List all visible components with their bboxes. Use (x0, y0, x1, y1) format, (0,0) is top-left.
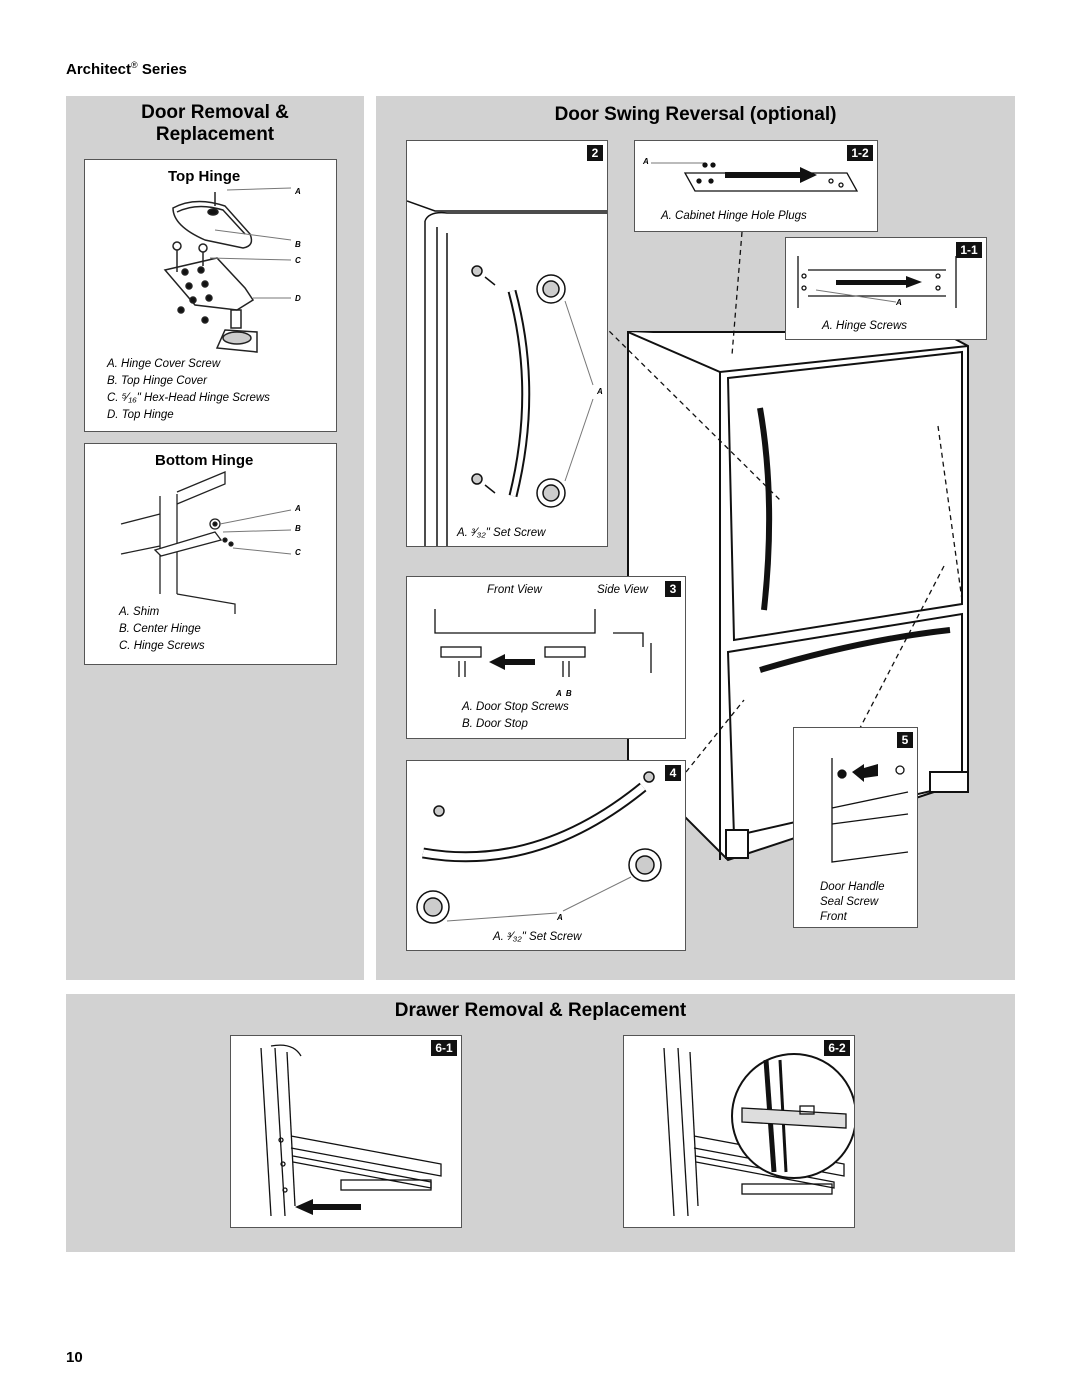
page-number: 10 (66, 1349, 83, 1366)
step-4-box: 4 A A. ³⁄₃₂" Set Screw (406, 760, 686, 951)
drawer-title: Drawer Removal & Replacement (394, 1000, 687, 1021)
step-6-1-badge: 6-1 (431, 1040, 457, 1056)
bottom-hinge-caption-b: B. Center Hinge (119, 623, 201, 635)
door-removal-title: Door Removal & Replacement (66, 102, 364, 146)
bottom-hinge-callout-a: A (295, 504, 301, 513)
top-hinge-callout-d: D (295, 294, 301, 303)
step-3-callouts: A B (556, 689, 572, 698)
step-3-badge: 3 (665, 581, 681, 597)
brand-name: Architect (66, 61, 132, 78)
top-hinge-callout-c: C (295, 256, 301, 265)
top-hinge-callout-a: A (295, 187, 301, 196)
step-6-2-illustration (663, 1047, 854, 1217)
step-3-box: 3 Front View Side View A B A. Door Stop … (406, 576, 686, 739)
registered-mark: ® (131, 60, 138, 70)
step-5-box: 5 Door Handle Seal Screw Front (793, 727, 918, 928)
series-word: Series (141, 61, 187, 78)
step-6-2-badge: 6-2 (824, 1040, 850, 1056)
top-hinge-box: Top Hinge A B C D A. Hinge Cover Screw (84, 159, 337, 432)
step-1-2-illustration (651, 162, 859, 192)
step-1-1-badge: 1-1 (956, 242, 982, 258)
top-hinge-illustration (163, 187, 292, 353)
step-5-illustration (831, 758, 909, 863)
step-4-badge: 4 (665, 765, 681, 781)
top-hinge-callout-b: B (295, 240, 301, 249)
step-6-2-box: 6-2 (623, 1035, 855, 1228)
top-hinge-captions: A. Hinge Cover Screw B. Top Hinge Cover … (107, 356, 270, 424)
bottom-hinge-title: Bottom Hinge (155, 452, 254, 469)
top-hinge-caption-d: D. Top Hinge (107, 409, 174, 421)
door-removal-title-line1: Door Removal & (141, 102, 289, 123)
step-5-caption-2: Seal Screw (820, 896, 879, 908)
bottom-hinge-callout-c: C (295, 548, 301, 557)
bottom-hinge-box: Bottom Hinge A B C A. Shim B. Center Hin… (84, 443, 337, 665)
step-6-1-box: 6-1 (230, 1035, 462, 1228)
top-hinge-caption-a: A. Hinge Cover Screw (107, 358, 221, 370)
step-1-2-caption: A. Cabinet Hinge Hole Plugs (661, 210, 807, 222)
bottom-hinge-captions: A. Shim B. Center Hinge C. Hinge Screws (119, 604, 205, 655)
step-5-captions: Door Handle Seal Screw Front (820, 880, 885, 925)
bottom-hinge-callout-b: B (295, 524, 301, 533)
step-4-callout-a: A (557, 913, 563, 922)
bottom-hinge-illustration (120, 471, 292, 614)
step-3-caption-a: A. Door Stop Screws (462, 701, 569, 713)
step-3-captions: A. Door Stop Screws B. Door Stop (462, 699, 569, 733)
step-2-caption: A. ³⁄₃₂" Set Screw (457, 527, 546, 539)
series-heading: Architect® Series (66, 60, 187, 78)
step-3-side-view: Side View (597, 584, 648, 596)
step-2-box: 2 A A. ³⁄₃₂" Set Screw (406, 140, 608, 547)
step-1-1-caption: A. Hinge Screws (822, 320, 908, 332)
step-1-2-box: 1-2 A A. Cabinet Hinge Hole Plugs (634, 140, 878, 232)
step-5-caption-3: Front (820, 911, 847, 923)
drawer-panel (66, 994, 1015, 1252)
step-2-callout-a: A (597, 387, 603, 396)
bottom-hinge-caption-a: A. Shim (119, 606, 160, 618)
step-3-front-view: Front View (487, 584, 542, 596)
step-4-illustration (416, 771, 662, 924)
step-2-badge: 2 (587, 145, 603, 161)
step-4-caption: A. ³⁄₃₂" Set Screw (493, 931, 582, 943)
step-3-illustration (434, 609, 652, 677)
step-3-caption-b: B. Door Stop (462, 718, 528, 730)
step-1-2-badge: 1-2 (847, 145, 873, 161)
step-1-2-callout-a: A (643, 157, 649, 166)
door-swing-title: Door Swing Reversal (optional) (554, 104, 837, 125)
bottom-hinge-caption-c: C. Hinge Screws (119, 640, 205, 652)
door-removal-title-line2: Replacement (155, 124, 275, 145)
step-1-1-callout-a: A (896, 298, 902, 307)
top-hinge-caption-c: C. ⁵⁄₁₆" Hex-Head Hinge Screws (107, 392, 270, 404)
step-1-1-box: 1-1 A A. Hinge Screws (785, 237, 987, 340)
step-2-illustration (407, 200, 607, 546)
step-1-1-illustration (797, 256, 957, 308)
step-6-1-illustration (260, 1044, 442, 1217)
step-5-badge: 5 (897, 732, 913, 748)
top-hinge-title: Top Hinge (168, 168, 241, 185)
step-5-caption-1: Door Handle (820, 881, 885, 893)
top-hinge-caption-b: B. Top Hinge Cover (107, 375, 207, 387)
